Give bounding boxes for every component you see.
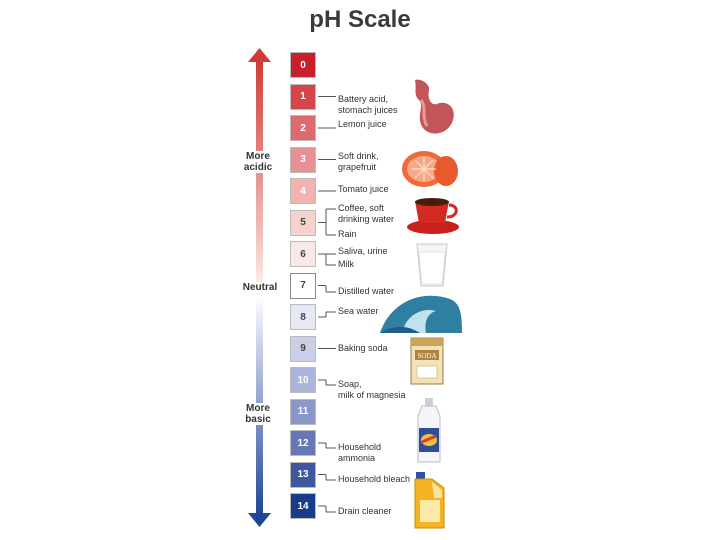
ph-box-7: 7 xyxy=(290,272,316,299)
ph-box-4: 4 xyxy=(290,178,316,204)
ph-box-8: 8 xyxy=(290,304,316,330)
stomach-icon xyxy=(415,79,454,134)
leader-lines xyxy=(318,96,336,513)
substance-line1: Drain cleaner xyxy=(338,506,392,516)
substance-line2: drinking water xyxy=(338,214,395,224)
ph-box-11: 11 xyxy=(290,398,316,425)
ph-box-5: 5 xyxy=(290,209,316,236)
page-title: pH Scale xyxy=(309,6,411,33)
substance-line1: Rain xyxy=(338,229,357,239)
ph-box-0: 0 xyxy=(290,52,316,78)
wave-icon xyxy=(380,295,462,333)
substance-line2: milk of magnesia xyxy=(338,390,406,400)
substance-line1: Tomato juice xyxy=(338,184,389,194)
substance-line2: grapefruit xyxy=(338,162,377,172)
substance-line1: Baking soda xyxy=(338,343,388,353)
substance-label: Baking soda xyxy=(338,343,418,354)
substance-line1: Saliva, urine xyxy=(338,246,388,256)
ph-box-3: 3 xyxy=(290,146,316,173)
substance-line1: Milk xyxy=(338,259,354,269)
substance-label: Milk xyxy=(338,259,418,270)
substance-line1: Soap, xyxy=(338,379,362,389)
substance-line1: Sea water xyxy=(338,306,379,316)
substance-line2: stomach juices xyxy=(338,105,398,115)
ph-box-13: 13 xyxy=(290,461,316,488)
ph-box-9: 9 xyxy=(290,335,316,362)
neutral-label: Neutral xyxy=(234,282,286,293)
ph-box-1: 1 xyxy=(290,83,316,110)
substance-label: Lemon juice xyxy=(338,119,418,130)
ph-box-14: 14 xyxy=(290,493,316,519)
ph-box-2: 2 xyxy=(290,115,316,141)
bleach-jug-icon xyxy=(414,472,445,529)
baking-soda-icon: SODA xyxy=(410,337,444,385)
substance-label: Saliva, urine xyxy=(338,246,418,257)
substance-line1: Distilled water xyxy=(338,286,395,296)
soda-box-text: SODA xyxy=(417,352,436,360)
substance-label: Battery acid,stomach juices xyxy=(338,94,418,116)
ph-box-6: 6 xyxy=(290,241,316,267)
substance-label: Drain cleaner xyxy=(338,506,418,517)
substance-line1: Household bleach xyxy=(338,474,411,484)
substance-line1: Coffee, soft xyxy=(338,203,384,213)
substance-label: Rain xyxy=(338,229,418,240)
substance-label: Distilled water xyxy=(338,286,418,297)
arrow-head-down xyxy=(248,513,271,527)
substance-label: Tomato juice xyxy=(338,184,418,195)
substance-line1: Lemon juice xyxy=(338,119,387,129)
substance-label: Soap,milk of magnesia xyxy=(338,379,418,401)
ph-box-12: 12 xyxy=(290,430,316,456)
grapefruit-icon xyxy=(402,151,458,187)
arrow-head-up xyxy=(248,48,271,62)
substance-line1: Battery acid, xyxy=(338,94,389,104)
more-acidic-label: More acidic xyxy=(232,151,284,173)
substance-line1: Household xyxy=(338,442,382,452)
substance-label: Household bleach xyxy=(338,474,418,485)
substance-line2: ammonia xyxy=(338,453,376,463)
acidic-line2: acidic xyxy=(243,162,273,173)
basic-line1: More xyxy=(246,403,270,414)
ph-box-10: 10 xyxy=(290,367,316,393)
more-basic-label: More basic xyxy=(232,403,284,425)
acidic-line1: More xyxy=(246,151,270,162)
milk-glass-icon xyxy=(416,243,448,287)
basic-line2: basic xyxy=(245,414,271,425)
substance-label: Soft drink,grapefruit xyxy=(338,151,418,173)
substance-label: Sea water xyxy=(338,306,418,317)
substance-line1: Soft drink, xyxy=(338,151,379,161)
ammonia-bottle-icon xyxy=(417,398,441,463)
coffee-cup-icon xyxy=(407,198,459,234)
